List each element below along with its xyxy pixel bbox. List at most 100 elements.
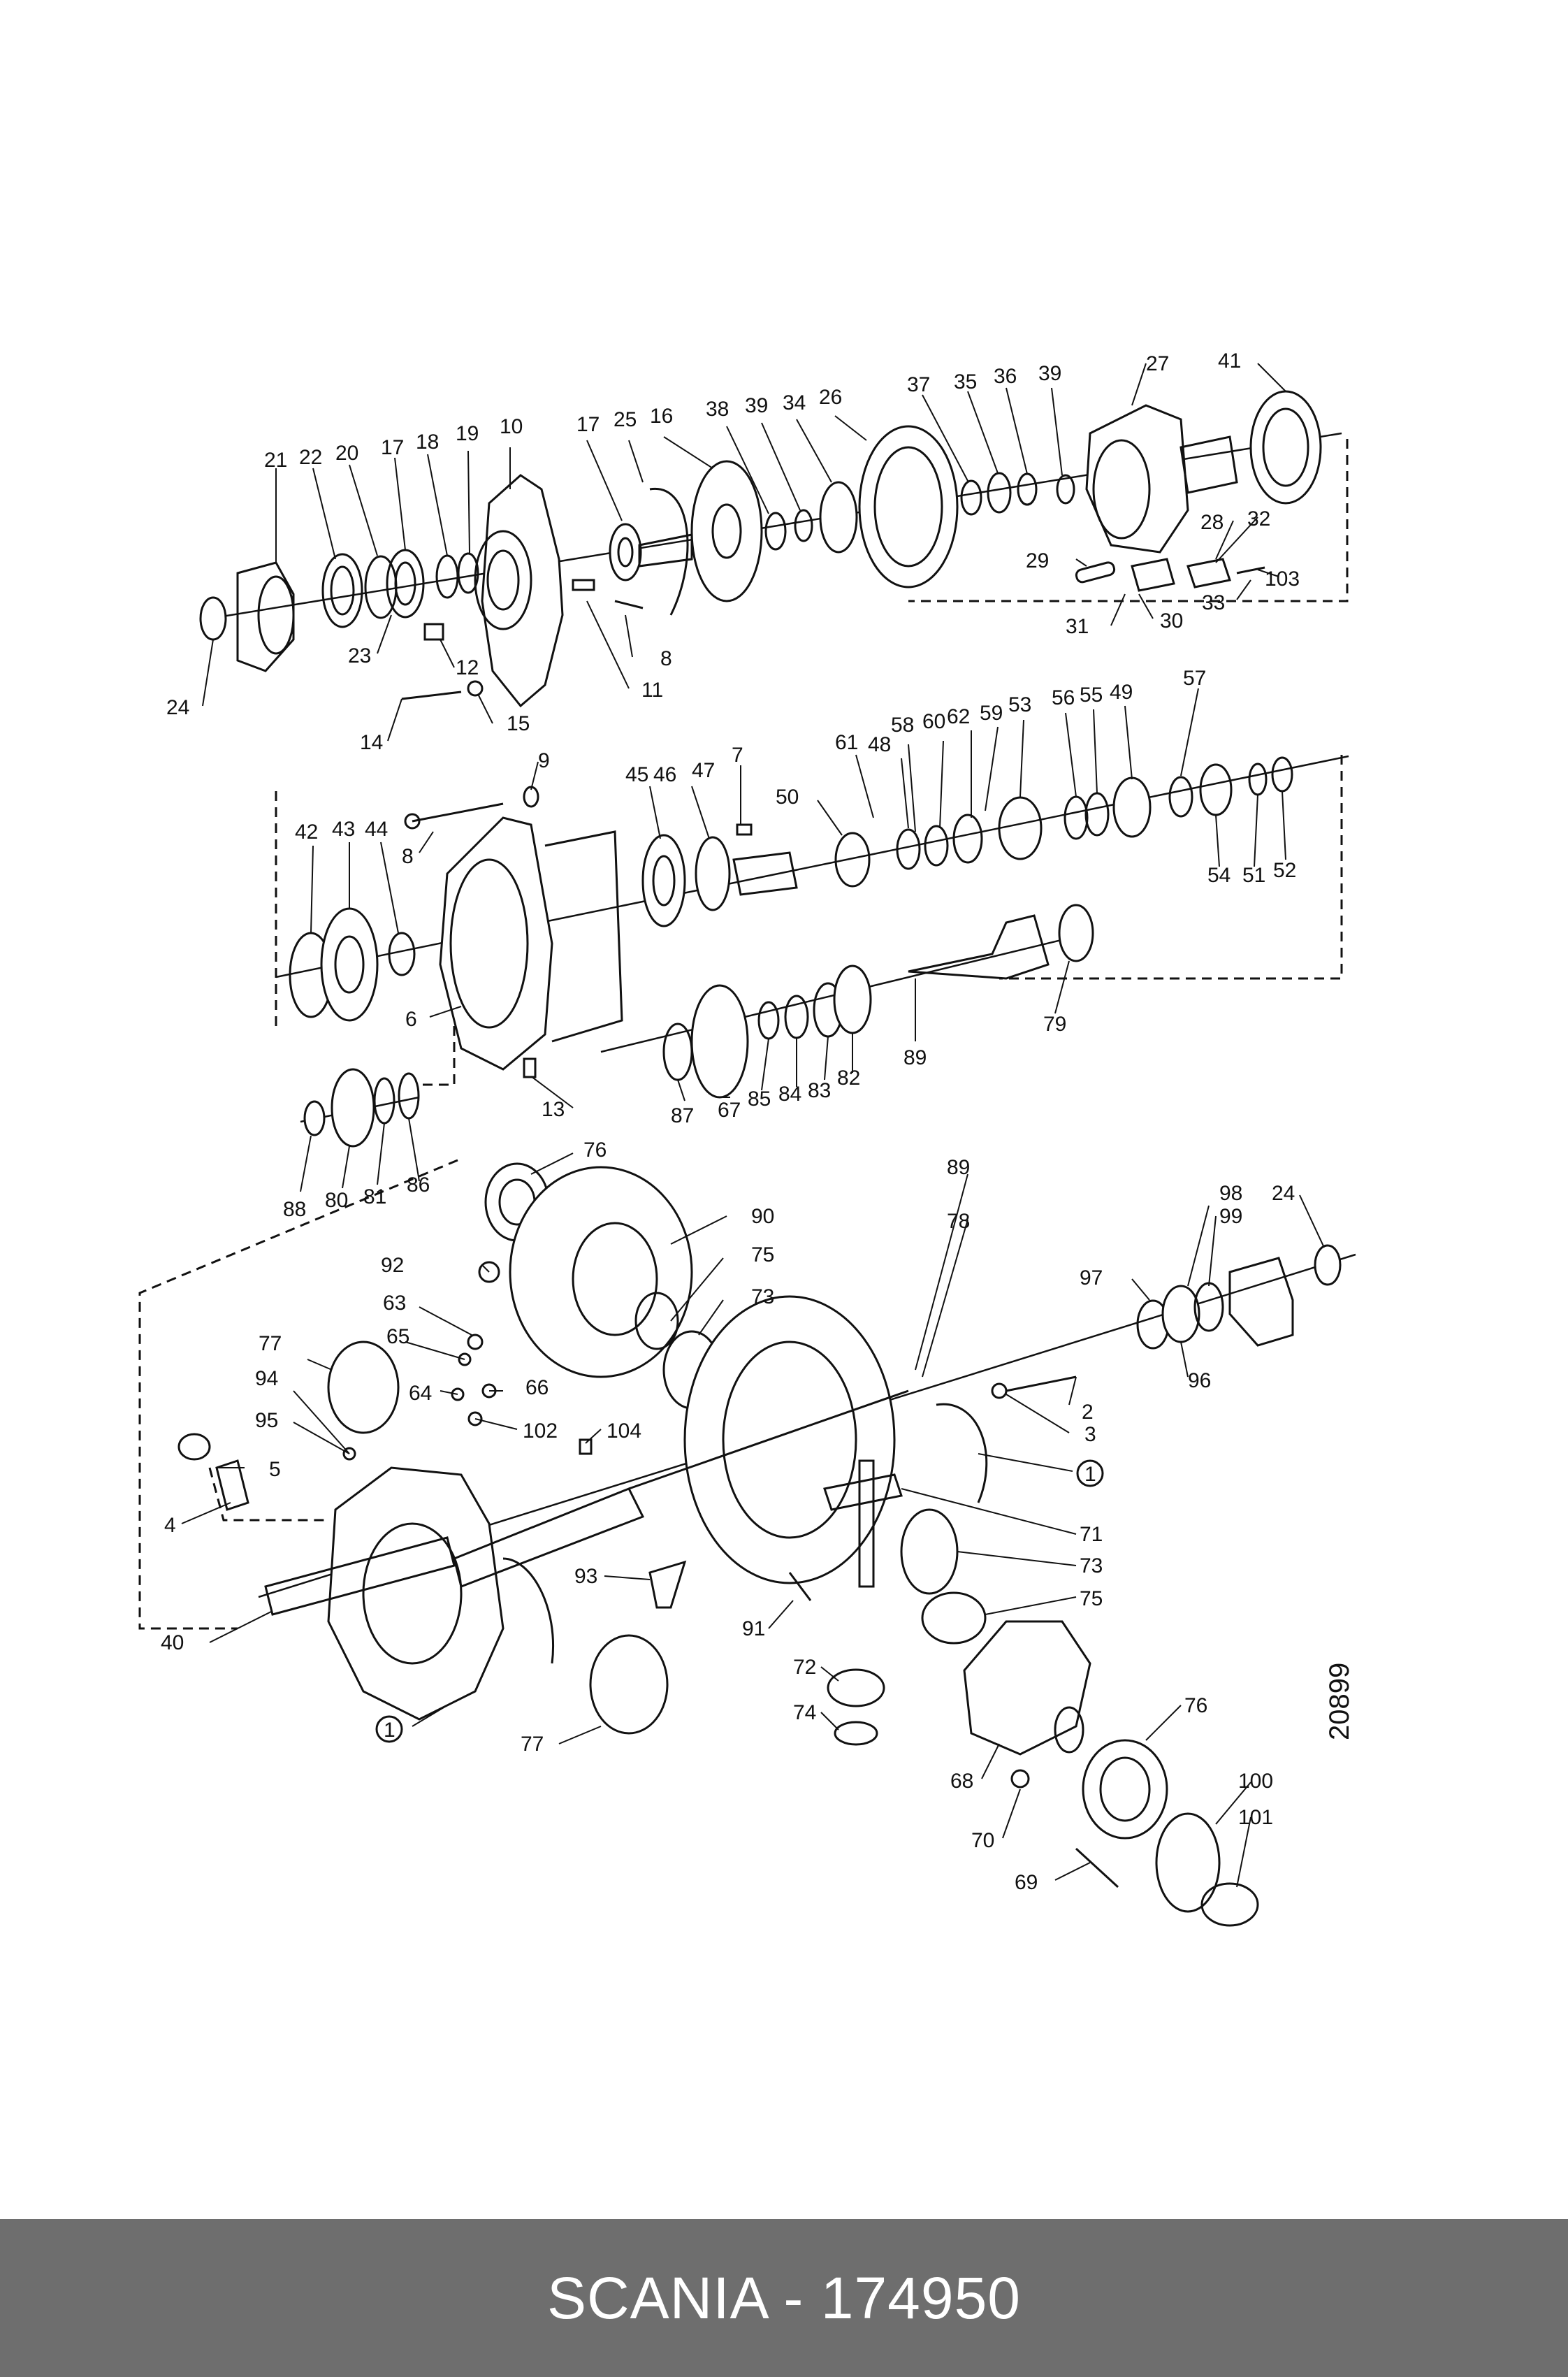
part-label: 35	[954, 370, 977, 393]
part-label: 56	[1052, 686, 1075, 709]
part-label: 65	[386, 1325, 409, 1348]
part-label: 15	[507, 712, 530, 735]
part-label: 77	[521, 1733, 544, 1756]
part-label: 67	[718, 1099, 741, 1122]
footer-caption: SCANIA - 174950	[546, 2264, 1022, 2331]
part-label: 30	[1160, 609, 1183, 633]
part-label: 1	[384, 1719, 395, 1742]
part-label: 29	[1026, 549, 1049, 572]
part-label: 62	[947, 705, 970, 728]
part-label: 3	[1084, 1423, 1096, 1446]
part-label: 83	[808, 1079, 831, 1102]
part-label: 103	[1265, 568, 1300, 591]
part-label: 45	[625, 763, 648, 786]
part-label: 20	[335, 442, 358, 465]
part-label: 54	[1207, 864, 1231, 887]
part-label: 72	[793, 1656, 816, 1679]
part-label: 84	[778, 1083, 801, 1106]
part-label: 27	[1146, 352, 1169, 375]
part-label: 70	[971, 1829, 994, 1852]
lower-assembly	[177, 1162, 1342, 1927]
part-label: 23	[348, 644, 371, 667]
part-label: 61	[835, 731, 858, 754]
part-number-labels: 21 22 20 17 18 19 10 17 25 16 38 39 34 2…	[161, 349, 1300, 1894]
part-label: 89	[903, 1046, 927, 1069]
part-label: 89	[947, 1156, 970, 1179]
part-label: 46	[653, 763, 676, 786]
part-label: 104	[607, 1419, 641, 1443]
part-label: 93	[574, 1565, 597, 1588]
part-label: 78	[947, 1210, 970, 1233]
part-label: 76	[1184, 1694, 1207, 1717]
part-label: 48	[868, 733, 891, 756]
part-label: 87	[671, 1104, 694, 1127]
part-label: 39	[1038, 362, 1061, 385]
part-label: 39	[745, 394, 768, 417]
part-label: 4	[164, 1514, 176, 1537]
part-label: 41	[1218, 349, 1241, 373]
part-label: 10	[500, 415, 523, 438]
part-label: 75	[1080, 1587, 1103, 1610]
part-label: 102	[523, 1419, 558, 1443]
part-label: 92	[381, 1254, 404, 1277]
part-label: 36	[994, 365, 1017, 388]
part-label: 51	[1242, 864, 1265, 887]
part-label: 74	[793, 1701, 816, 1724]
part-label: 18	[416, 431, 439, 454]
group-outlines	[138, 439, 1349, 1630]
part-label: 82	[837, 1067, 860, 1090]
part-label: 47	[692, 759, 715, 782]
part-label: 60	[922, 710, 945, 733]
part-label: 58	[891, 714, 914, 737]
part-label: 64	[409, 1382, 432, 1405]
part-label: 85	[748, 1088, 771, 1111]
part-label: 42	[295, 821, 318, 844]
part-label: 25	[614, 408, 637, 431]
part-label: 53	[1008, 693, 1031, 716]
exploded-parts-diagram: 21 22 20 17 18 19 10 17 25 16 38 39 34 2…	[138, 349, 1356, 1927]
part-label: 8	[402, 845, 414, 868]
part-label: 66	[525, 1376, 549, 1399]
part-label: 63	[383, 1292, 406, 1315]
part-label: 49	[1110, 681, 1133, 704]
part-label: 16	[650, 405, 673, 428]
part-label: 5	[269, 1458, 281, 1481]
part-label: 9	[538, 749, 550, 772]
part-label: 14	[360, 731, 383, 754]
part-label: 101	[1238, 1806, 1273, 1829]
part-label: 55	[1080, 684, 1103, 707]
part-label: 1	[1084, 1463, 1096, 1486]
part-label: 95	[255, 1409, 278, 1432]
part-label: 17	[576, 413, 600, 436]
part-label: 73	[751, 1285, 774, 1308]
middle-assembly	[289, 756, 1293, 1148]
part-label: 11	[641, 679, 663, 702]
part-label: 26	[819, 386, 842, 409]
part-label: 81	[363, 1185, 386, 1208]
part-label: 33	[1202, 591, 1225, 614]
part-label: 76	[583, 1139, 607, 1162]
part-label: 2	[1082, 1401, 1094, 1424]
drawing-number: 20899	[1324, 1663, 1355, 1740]
part-label: 99	[1219, 1205, 1242, 1228]
part-label: 68	[950, 1770, 973, 1793]
part-label: 88	[283, 1198, 306, 1221]
leader-lines	[181, 363, 1325, 1888]
part-label: 24	[1272, 1182, 1295, 1205]
part-label: 97	[1080, 1266, 1103, 1289]
upper-assembly	[199, 390, 1322, 708]
part-label: 52	[1273, 859, 1296, 882]
part-label: 7	[732, 744, 743, 767]
part-label: 34	[783, 391, 806, 414]
part-label: 91	[742, 1617, 765, 1640]
part-label: 73	[1080, 1554, 1103, 1577]
part-label: 6	[405, 1008, 417, 1031]
part-label: 69	[1015, 1871, 1038, 1894]
part-label: 75	[751, 1243, 774, 1266]
part-label: 98	[1219, 1182, 1242, 1205]
part-label: 22	[299, 446, 322, 469]
part-label: 28	[1200, 511, 1224, 534]
part-label: 77	[259, 1332, 282, 1355]
part-label: 94	[255, 1367, 278, 1390]
part-label: 43	[332, 818, 355, 841]
